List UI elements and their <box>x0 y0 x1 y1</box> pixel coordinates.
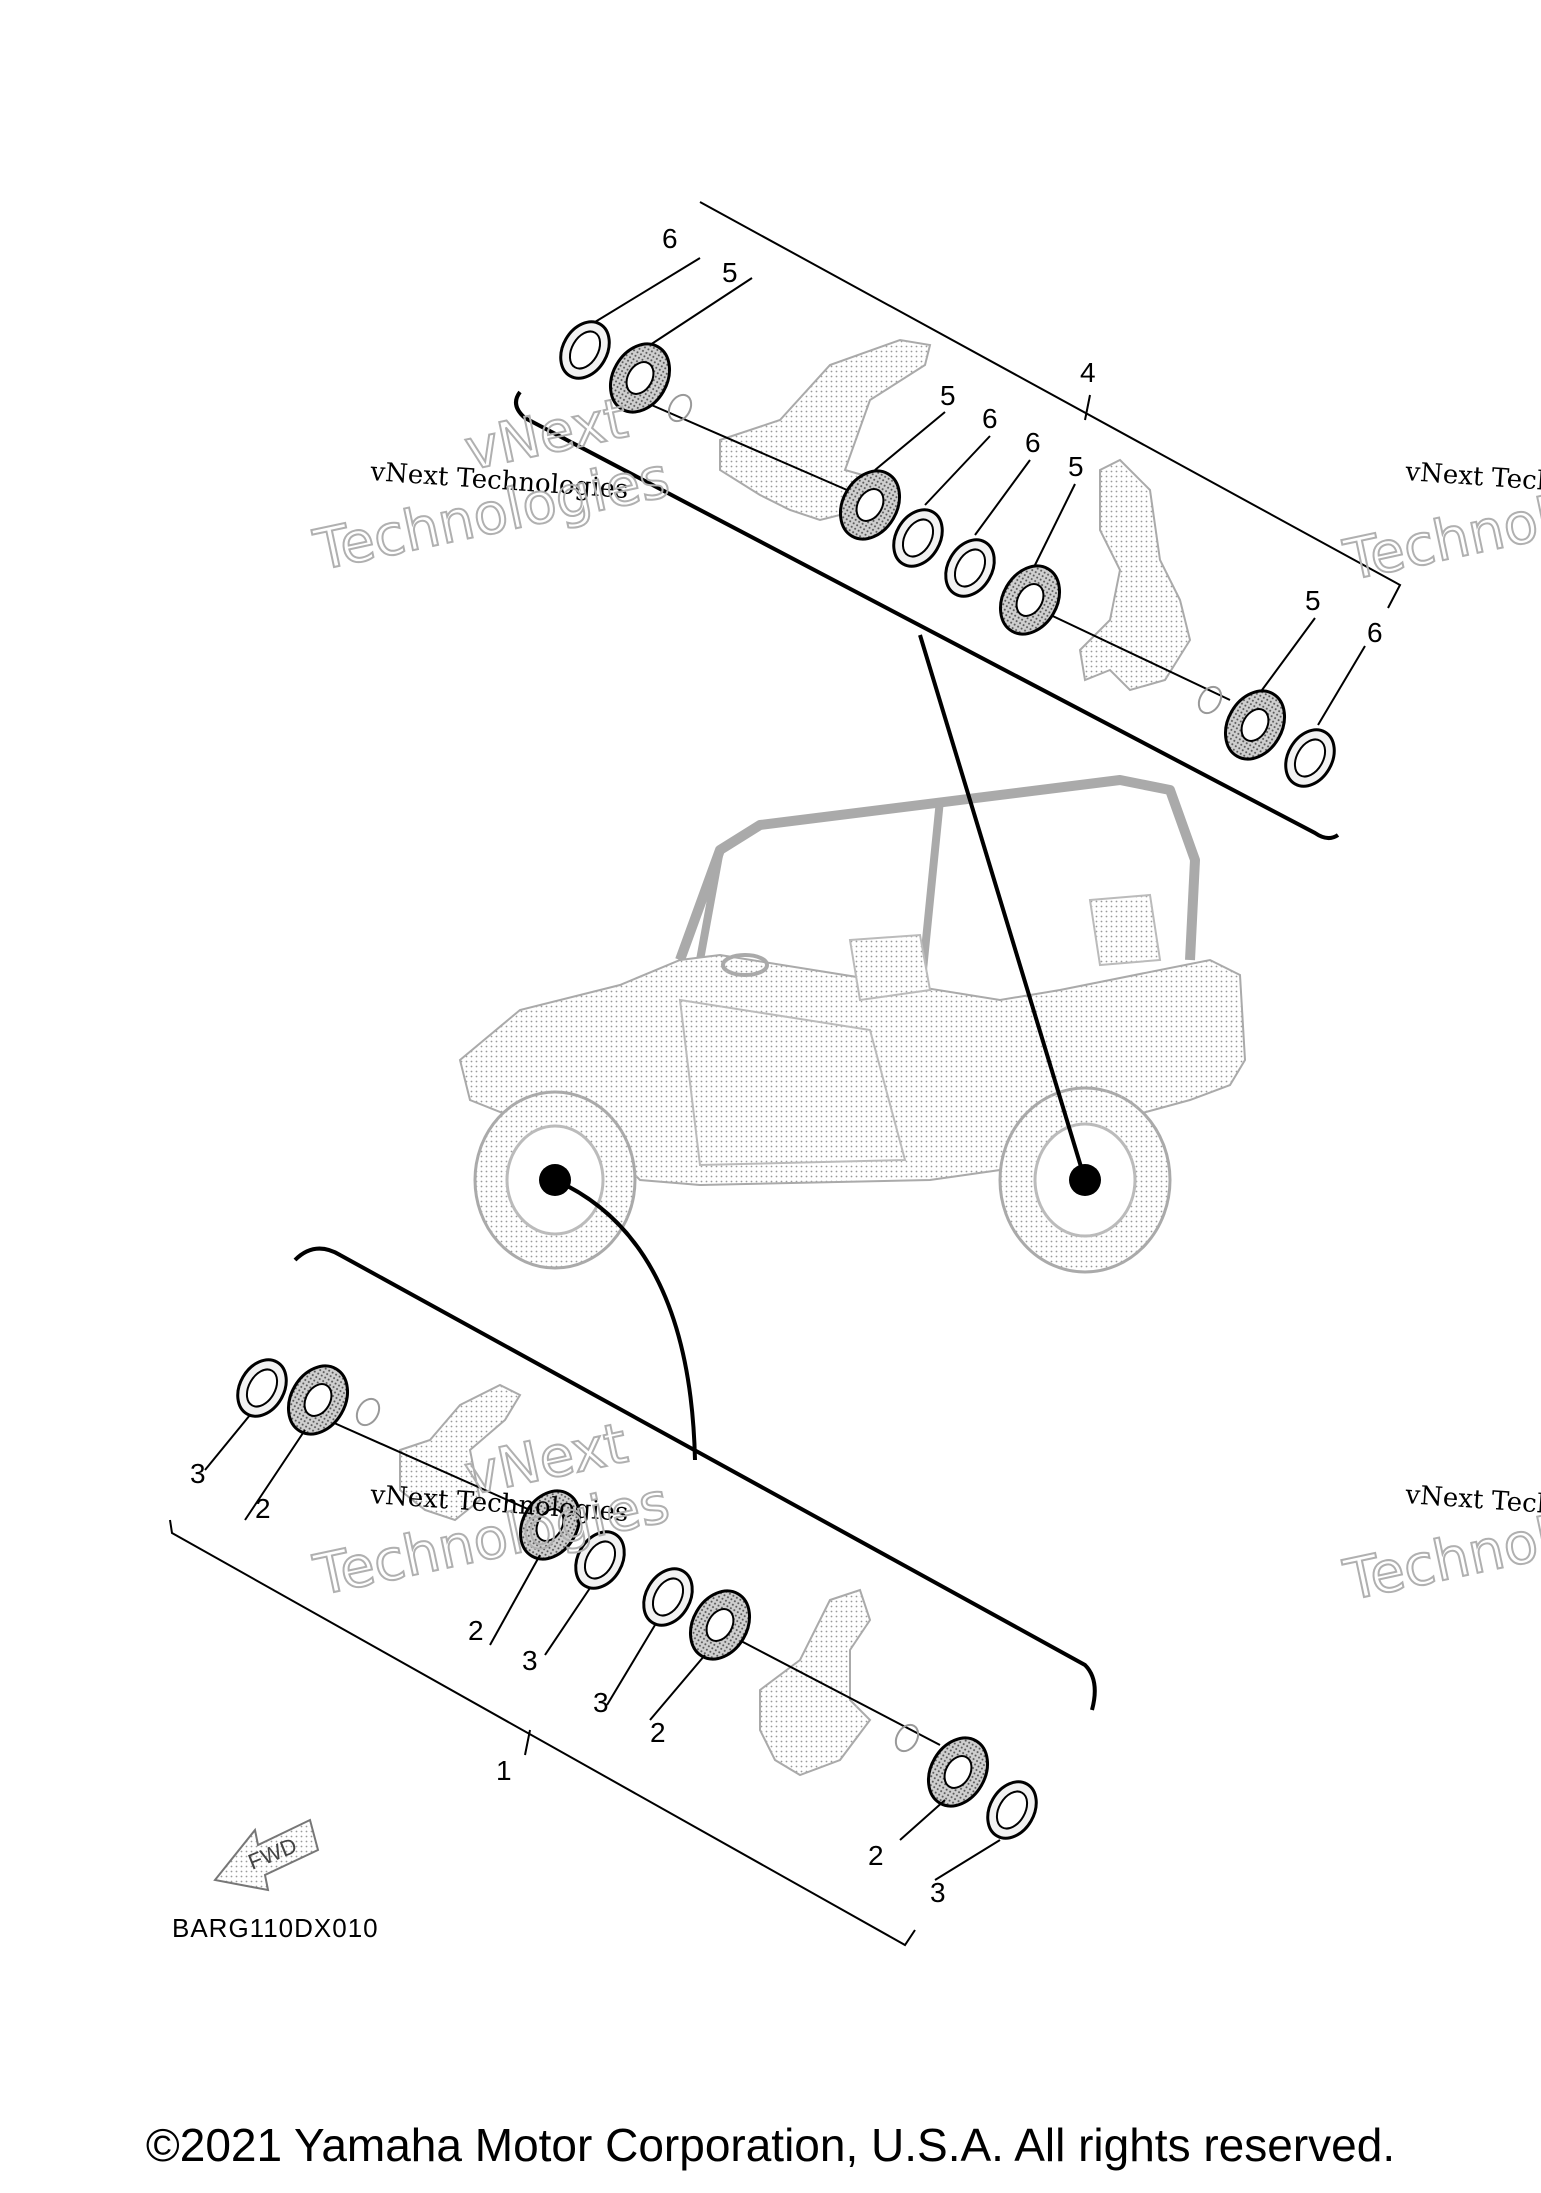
copyright-notice: ©2021 Yamaha Motor Corporation, U.S.A. A… <box>145 2119 1396 2171</box>
bearing-top-5d <box>1223 689 1287 761</box>
bearing-bottom-2a <box>286 1364 350 1436</box>
bottom-assembly-group: 3 2 2 3 3 2 1 2 3 <box>169 1246 1097 1947</box>
knuckle-left-top <box>719 338 932 522</box>
callout-top-7: 5 <box>1068 451 1084 482</box>
bearing-top-5b <box>838 469 902 541</box>
callout-top-6: 6 <box>1025 427 1041 458</box>
callout-top-5: 4 <box>1080 357 1096 388</box>
seal-bottom-3d <box>986 1780 1038 1840</box>
callout-top-4: 6 <box>982 403 998 434</box>
seal-top-6c <box>944 538 996 598</box>
callout-top-2: 5 <box>722 257 738 288</box>
callout-bottom-8: 2 <box>868 1840 884 1871</box>
top-assembly-group: 6 5 5 6 4 6 5 5 6 <box>514 201 1402 840</box>
knuckle-right-bottom <box>759 1588 872 1777</box>
fwd-arrow-icon: FWD <box>213 1818 320 1892</box>
callout-bottom-9: 3 <box>930 1877 946 1908</box>
top-leader-bracket <box>699 201 1402 609</box>
top-bracket-line <box>514 390 1340 840</box>
watermark-right-top: vNext Technologies Technologies <box>1337 454 1541 595</box>
bearing-top-5a <box>608 342 672 414</box>
connector-front <box>554 1178 697 1461</box>
watermark-right-bottom: vNext Technologies Technologies <box>1337 1474 1541 1615</box>
vehicle-illustration <box>458 634 1247 1461</box>
diagram-code: BARG110DX010 <box>172 1913 379 1943</box>
bottom-leader-bracket <box>169 1519 916 1947</box>
callout-bottom-2: 2 <box>255 1493 271 1524</box>
seal-bottom-3b <box>574 1530 626 1590</box>
seal-bottom-3c <box>642 1567 694 1627</box>
callout-top-8: 5 <box>1305 585 1321 616</box>
callout-top-9: 6 <box>1367 617 1383 648</box>
callout-bottom-6: 2 <box>650 1717 666 1748</box>
watermark-left-top: vNext Technologies vNext Technologies <box>307 385 675 585</box>
callout-bottom-7: 1 <box>496 1755 512 1786</box>
knuckle-left-bottom <box>399 1383 522 1522</box>
bearing-bottom-2c <box>688 1589 752 1661</box>
seal-top-6a <box>559 320 611 380</box>
bearing-bottom-2b <box>518 1489 582 1561</box>
callout-bottom-3: 2 <box>468 1615 484 1646</box>
callout-top-1: 6 <box>662 223 678 254</box>
callout-top-3: 5 <box>940 380 956 411</box>
callout-bottom-5: 3 <box>593 1687 609 1718</box>
seal-top-6d <box>1284 728 1336 788</box>
knuckle-right-top <box>1078 458 1192 692</box>
seal-bottom-3a <box>236 1358 288 1418</box>
callout-bottom-4: 3 <box>522 1645 538 1676</box>
watermark-left-bottom: vNext Technologies vNext Technologies <box>307 1410 675 1610</box>
bearing-top-5c <box>998 564 1062 636</box>
bottom-bracket-line <box>293 1246 1097 1711</box>
seal-top-6b <box>892 508 944 568</box>
bearing-bottom-2d <box>926 1736 990 1808</box>
callout-bottom-1: 3 <box>190 1458 206 1489</box>
connector-rear <box>918 634 1087 1181</box>
